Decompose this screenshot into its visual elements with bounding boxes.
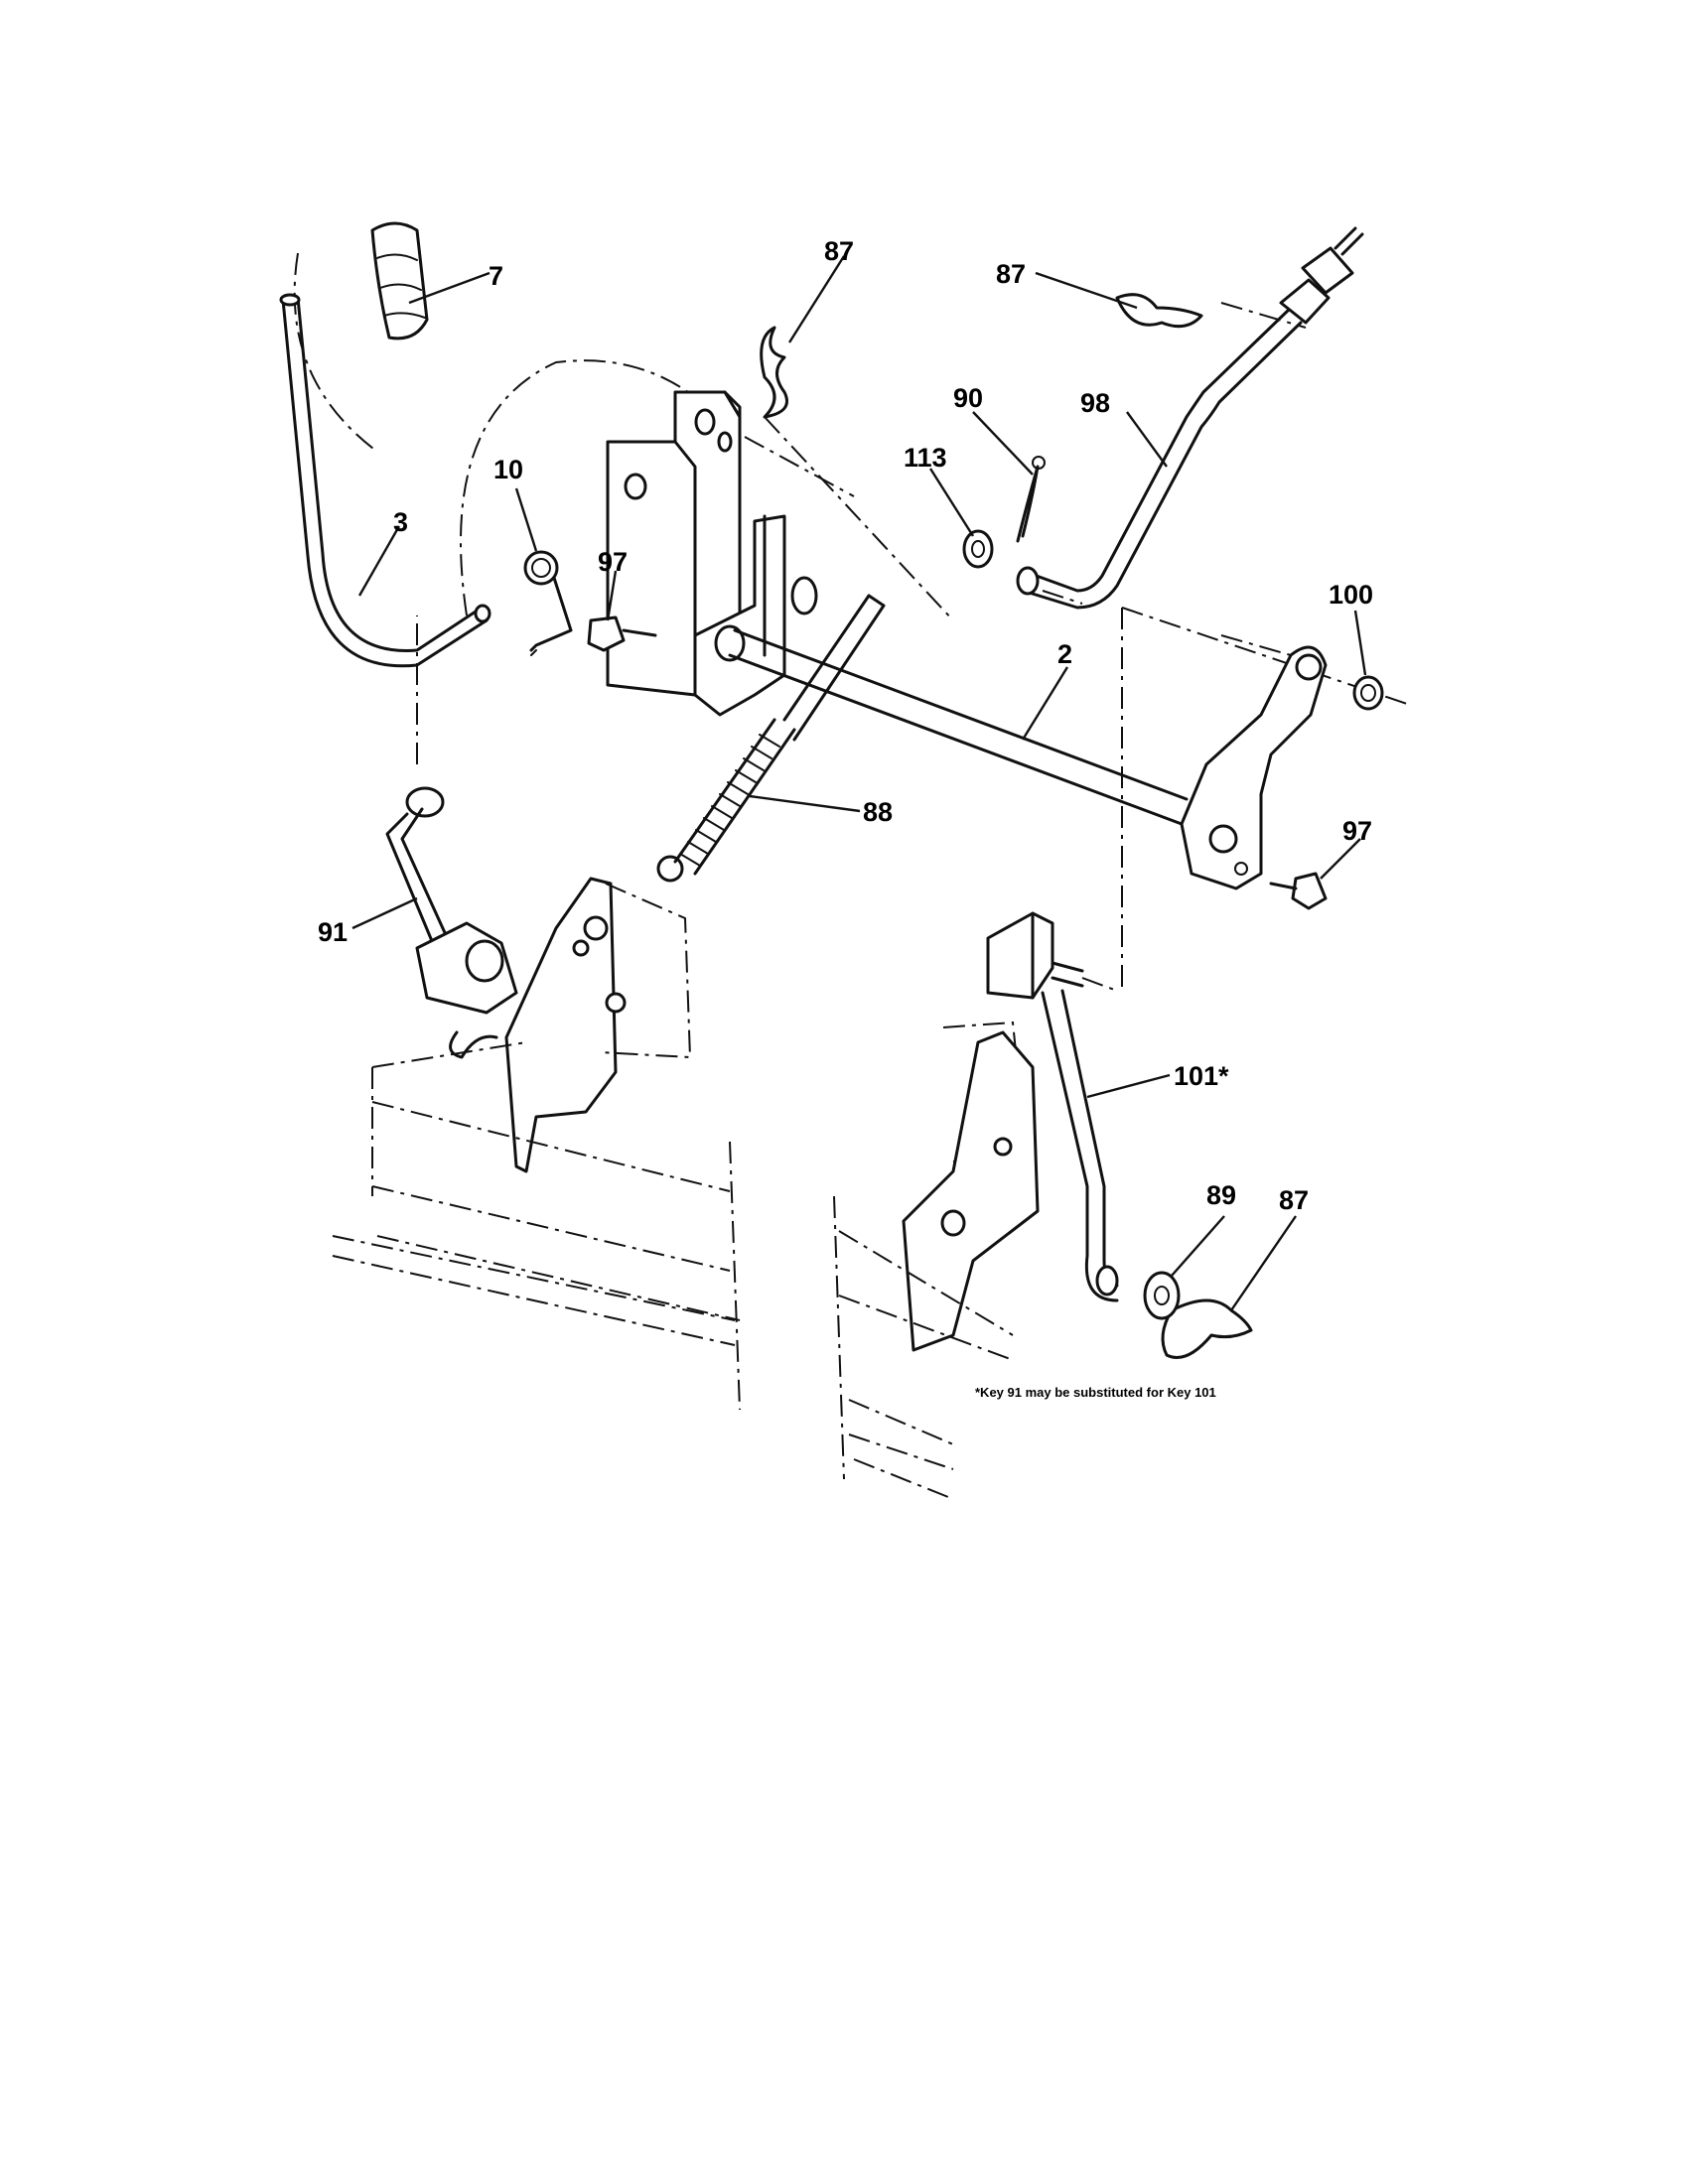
- callout-3: 3: [393, 507, 408, 537]
- callout-labels: 7 87 87 3 10 97 90 98 113 100 2 88 97 91…: [318, 236, 1373, 1215]
- substitution-footnote: *Key 91 may be substituted for Key 101: [975, 1385, 1216, 1400]
- cross-shaft-part-2: [728, 628, 1189, 826]
- linkage-rod-part-98: [1016, 226, 1364, 610]
- washer-part-89: [1143, 1271, 1181, 1320]
- cotter-pin-part-90: [1016, 456, 1046, 543]
- bolt-part-97-left: [587, 615, 657, 652]
- washer-part-113: [962, 529, 994, 569]
- callout-87-right: 87: [996, 259, 1026, 289]
- hairpin-clip-87-right: [1115, 293, 1203, 329]
- callout-100: 100: [1329, 580, 1373, 610]
- callout-101: 101*: [1174, 1061, 1229, 1091]
- leader-lines: [351, 255, 1367, 1311]
- callout-10: 10: [493, 455, 523, 484]
- torsion-spring-part-10: [523, 550, 573, 656]
- nut-part-100: [1352, 675, 1384, 711]
- callout-98: 98: [1080, 388, 1110, 418]
- grip-part-7: [370, 221, 429, 341]
- left-deck: [332, 1041, 741, 1411]
- right-deck-bracket: [902, 1021, 1040, 1352]
- callout-97-right: 97: [1342, 816, 1372, 846]
- hairpin-clip-87-bottom: [1161, 1298, 1253, 1359]
- bolt-part-97-right: [1269, 872, 1328, 910]
- callout-113: 113: [904, 443, 947, 473]
- lift-link-part-101: [986, 911, 1119, 1302]
- lift-handle-part-3: [279, 293, 491, 668]
- callout-87-bottom: 87: [1279, 1185, 1309, 1215]
- callout-2: 2: [1057, 639, 1072, 669]
- callout-90: 90: [953, 383, 983, 413]
- right-deck: [833, 1195, 1014, 1500]
- upper-bracket: [606, 390, 742, 697]
- extension-spring-part-88: [656, 594, 886, 883]
- callout-88: 88: [863, 797, 893, 827]
- left-deck-bracket: [504, 877, 692, 1173]
- callout-87-top: 87: [824, 236, 854, 266]
- callout-91: 91: [318, 917, 348, 947]
- callout-97-left: 97: [598, 547, 628, 577]
- hairpin-clip-87-top: [760, 326, 788, 419]
- pivot-bracket: [693, 514, 818, 717]
- callout-89: 89: [1206, 1180, 1236, 1210]
- right-lift-arm: [1180, 645, 1328, 890]
- callout-7: 7: [489, 261, 503, 291]
